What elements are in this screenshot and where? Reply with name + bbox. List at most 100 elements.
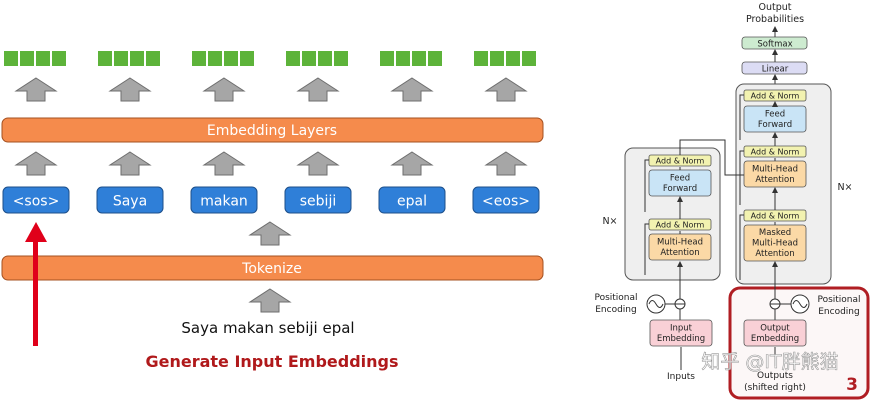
output-square [114, 51, 128, 66]
decoder-feed-forward-label-2: Forward [758, 120, 792, 130]
token-box [190, 186, 258, 214]
output-square [522, 51, 536, 66]
output-square [474, 51, 488, 66]
encoder-feed-forward-label-2: Forward [663, 184, 697, 194]
output-square [52, 51, 66, 66]
input-embedding-label-1: Input [670, 324, 693, 334]
tokenize-bar [1, 255, 544, 281]
arrow-up-icon [484, 77, 528, 102]
output-square [490, 51, 504, 66]
red-arrow [25, 222, 47, 346]
output-square [20, 51, 34, 66]
left-panel: Embedding Layers <sos> Saya makan sebiji epa… [1, 51, 544, 371]
arrow-up-icon [390, 151, 434, 176]
output-embedding-label-1: Output [760, 324, 790, 334]
encoder-positional-label-2: Encoding [595, 305, 636, 315]
token-box [284, 186, 352, 214]
encoder-attention-label-2: Attention [660, 248, 699, 258]
decoder-positional-label-2: Encoding [818, 307, 859, 317]
decoder-cross-attention-label-2: Attention [755, 175, 794, 185]
input-embedding-label-2: Embedding [657, 334, 705, 344]
arrow-up-icon [14, 77, 58, 102]
arrow-up-icon [108, 77, 152, 102]
decoder-feed-forward-label-1: Feed [765, 110, 785, 120]
arrow-up-icon [484, 151, 528, 176]
output-square [130, 51, 144, 66]
badge-number: 3 [846, 375, 858, 395]
tokenize-label: Tokenize [241, 261, 302, 277]
encoder-positional-label-1: Positional [594, 293, 637, 303]
token-label: epal [397, 194, 427, 210]
output-probabilities-label-1: Output [759, 2, 792, 13]
arrow-up-icon [296, 77, 340, 102]
output-square [428, 51, 442, 66]
output-square [224, 51, 238, 66]
transformer-architecture: Output Probabilities Softmax Linear Add … [594, 2, 870, 400]
encoder-add-norm-2-label: Add & Norm [656, 157, 705, 166]
caption: Generate Input Embeddings [145, 352, 398, 371]
token-box [96, 186, 164, 214]
output-square [240, 51, 254, 66]
arrow-up-icon [202, 77, 246, 102]
decoder-nx-label: N× [837, 182, 852, 193]
arrow-up-icon [296, 151, 340, 176]
token-box [2, 186, 70, 214]
decoder-masked-attention-label-2: Multi-Head [752, 239, 798, 249]
arrow-up-icon [248, 221, 292, 246]
output-embedding-box [743, 319, 807, 347]
arrow-up-icon [108, 151, 152, 176]
arrow-up-icon [248, 288, 292, 313]
output-square [318, 51, 332, 66]
output-square [380, 51, 394, 66]
decoder-positional-label-1: Positional [817, 295, 860, 305]
output-square [334, 51, 348, 66]
encoder-nx-label: N× [602, 216, 617, 227]
decoder-add-norm-3-label: Add & Norm [751, 92, 800, 101]
embedding-layers-label: Embedding Layers [207, 123, 337, 139]
softmax-label: Softmax [757, 40, 792, 50]
arrow-up-icon [390, 77, 434, 102]
decoder-masked-attention-label-1: Masked [759, 228, 791, 238]
decoder-add-norm-2-label: Add & Norm [751, 148, 800, 157]
output-square [506, 51, 520, 66]
token-box [472, 186, 540, 214]
token-label: <sos> [13, 194, 60, 210]
output-square [146, 51, 160, 66]
output-square [98, 51, 112, 66]
inputs-label: Inputs [667, 372, 695, 382]
output-probabilities-label-2: Probabilities [746, 14, 804, 25]
arrow-up-icon [202, 151, 246, 176]
input-embedding-box [649, 319, 713, 347]
output-square [396, 51, 410, 66]
output-embedding-label-2: Embedding [751, 334, 799, 344]
encoder-attention-label-1: Multi-Head [657, 238, 703, 248]
outputs-label-1: Outputs [757, 371, 793, 381]
decoder-add-norm-1-label: Add & Norm [751, 212, 800, 221]
decoder-masked-attention-label-3: Attention [755, 249, 794, 259]
output-square [4, 51, 18, 66]
output-square [412, 51, 426, 66]
outputs-label-2: (shifted right) [744, 383, 806, 393]
encoder-feed-forward-label-1: Feed [670, 174, 690, 184]
token-box [378, 186, 446, 214]
token-label: <eos> [482, 194, 530, 210]
embedding-layers-bar [1, 117, 544, 143]
token-label: Saya [113, 194, 147, 210]
output-square [36, 51, 50, 66]
arrow-up-icon [14, 151, 58, 176]
output-square [208, 51, 222, 66]
output-square [286, 51, 300, 66]
encoder-add-norm-1-label: Add & Norm [656, 221, 705, 230]
output-square [192, 51, 206, 66]
token-label: sebiji [300, 194, 336, 210]
green-output-squares [4, 51, 536, 66]
token-boxes: <sos> Saya makan sebiji epal <eos> [2, 186, 540, 214]
decoder-cross-attention-label-1: Multi-Head [752, 165, 798, 175]
output-square [302, 51, 316, 66]
linear-label: Linear [762, 65, 789, 75]
watermark: 知乎 @IT胖熊猫 [701, 351, 838, 373]
input-sentence: Saya makan sebiji epal [181, 319, 354, 337]
token-label: makan [200, 194, 248, 210]
gray-arrows [14, 77, 528, 313]
